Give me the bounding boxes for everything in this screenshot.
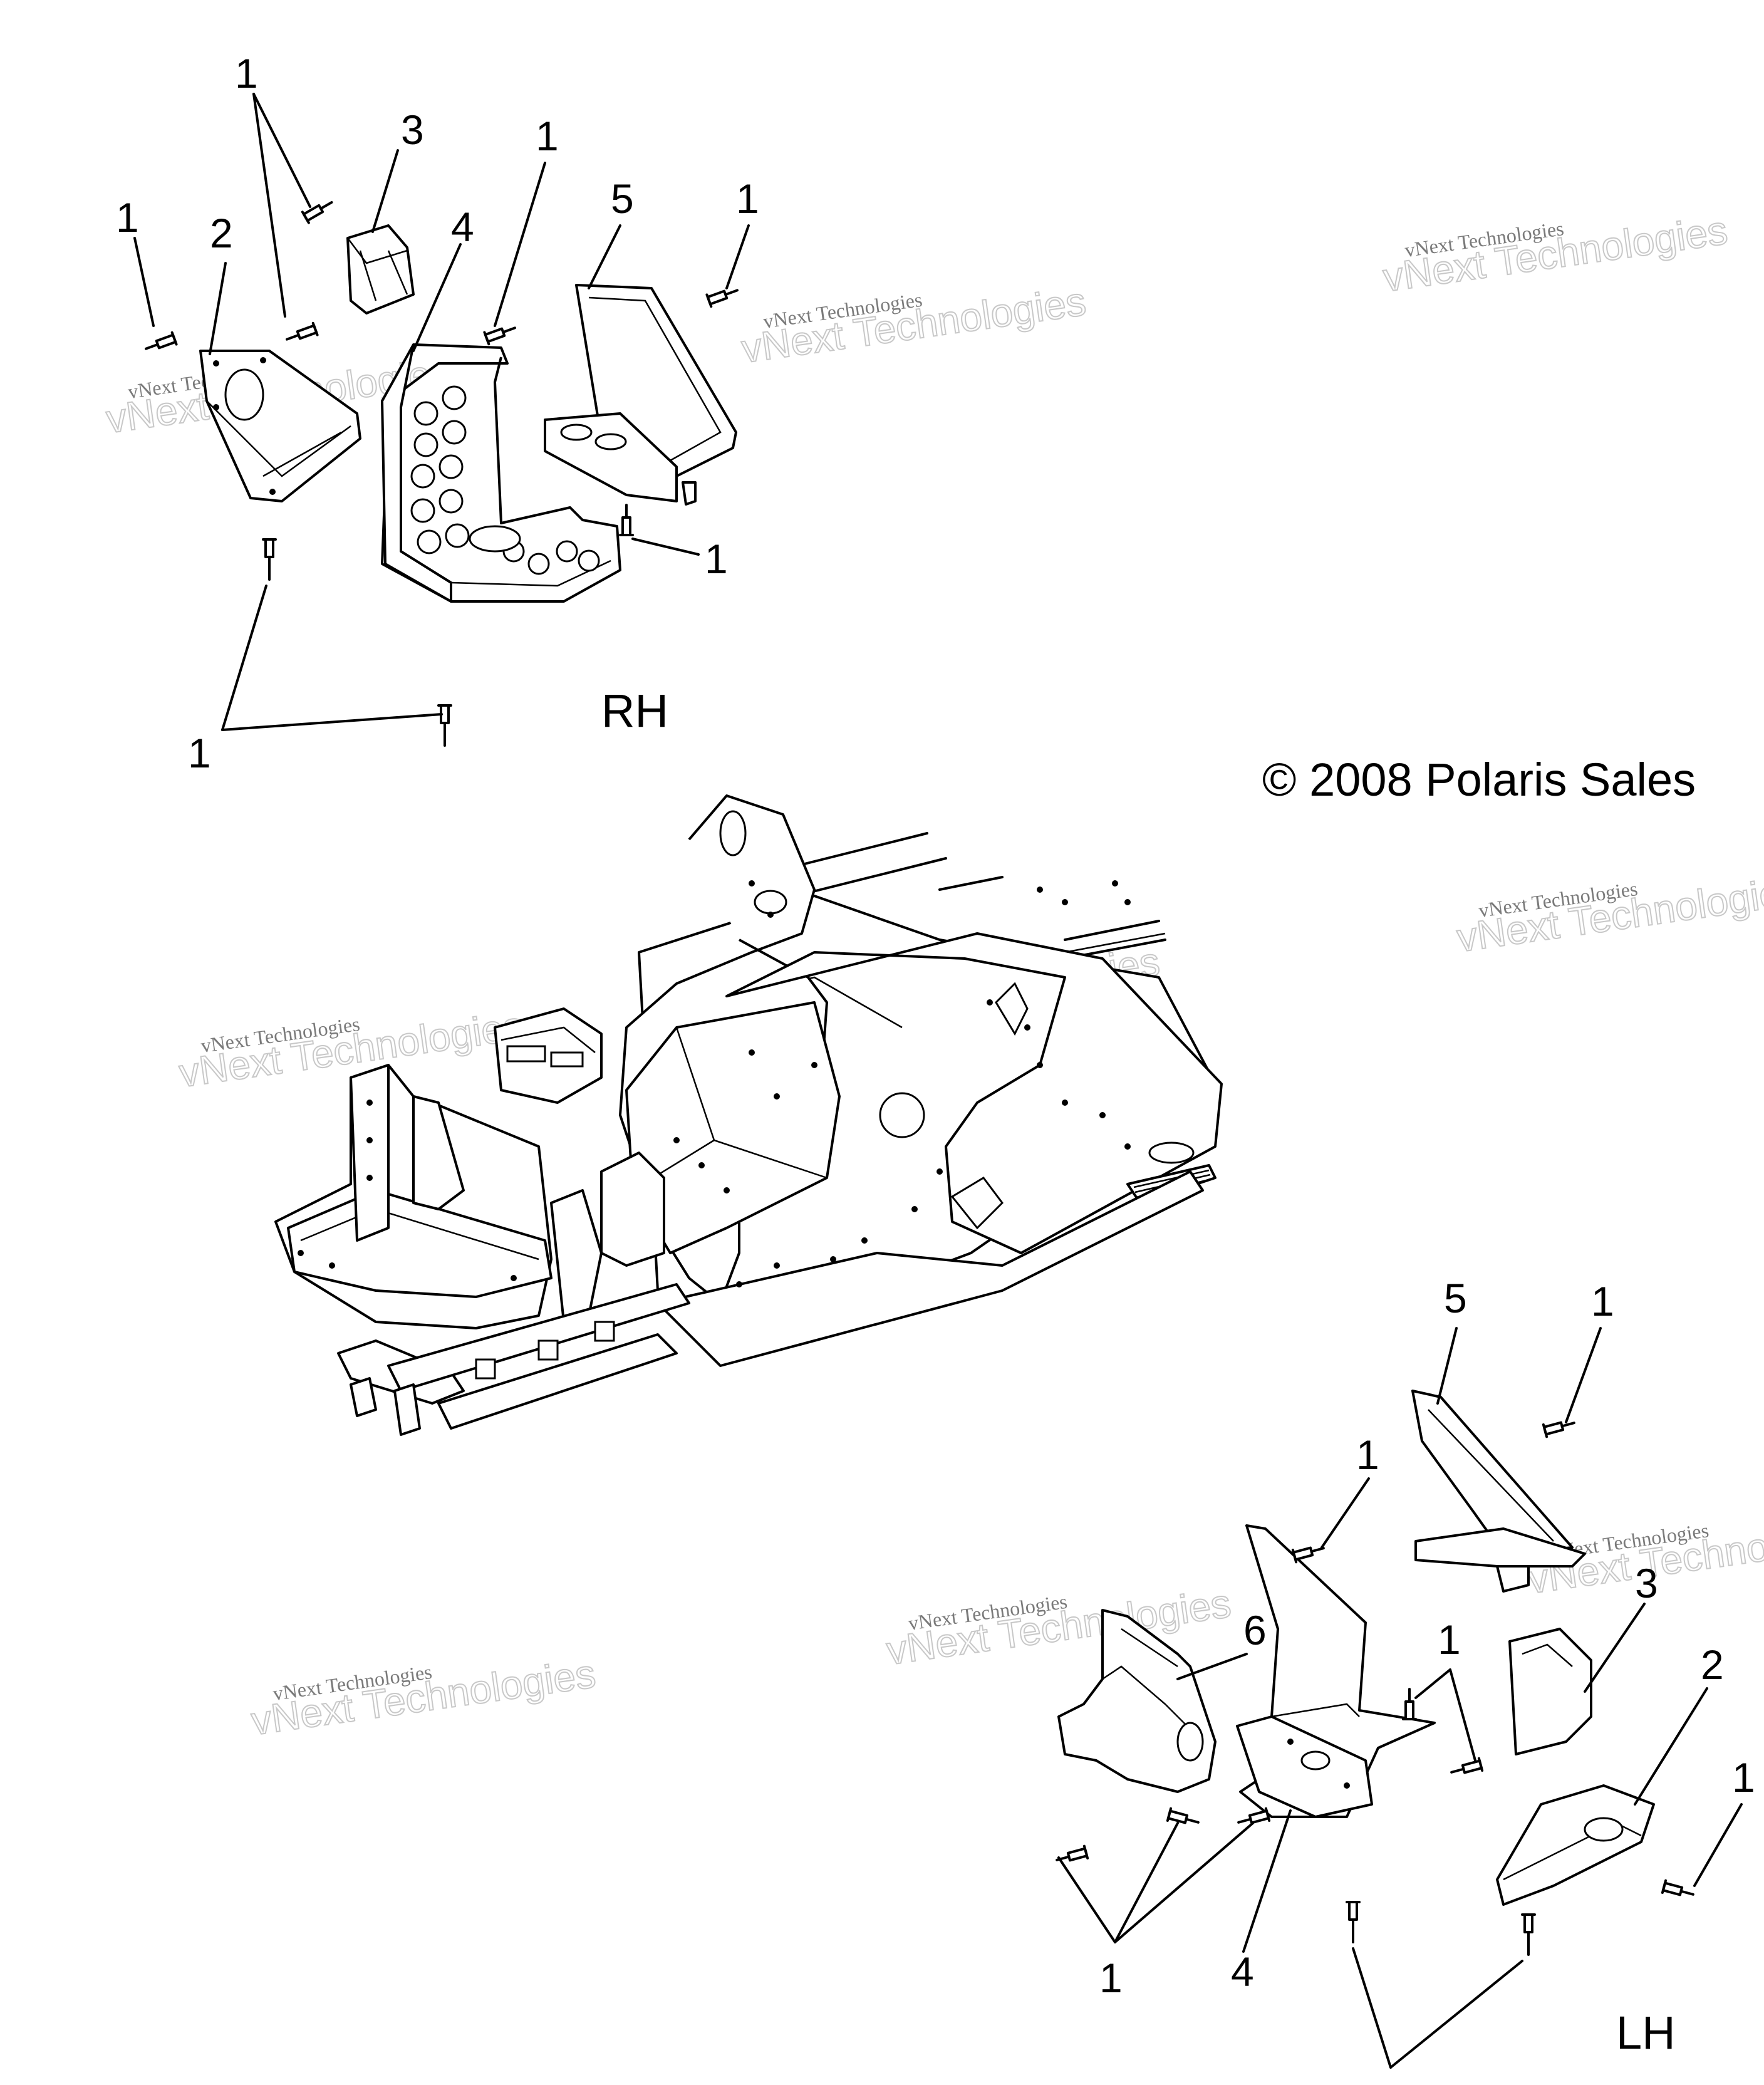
- callout-number: 5: [1444, 1275, 1467, 1321]
- callout-number: 4: [1231, 1948, 1254, 1995]
- rh-assembly: 1 1 3 1 5 1 1 2 4 1 RH: [116, 50, 759, 776]
- callout-number: 1: [1356, 1432, 1379, 1478]
- rivet-icon: [1542, 1421, 1575, 1438]
- lh-assembly: 5 1 1 1 6 3 2 1 4 1 LH: [1056, 1275, 1755, 2069]
- callout-number: 1: [1438, 1616, 1461, 1663]
- callout-number: 3: [1635, 1560, 1658, 1606]
- rivet-icon: [1450, 1757, 1484, 1774]
- lh-part-4-plate: [1236, 1524, 1436, 1818]
- rh-side-label: RH: [601, 685, 668, 737]
- callout-number: 2: [210, 210, 233, 256]
- rh-rivets: [145, 201, 739, 747]
- callout-number: 3: [401, 107, 424, 153]
- callout-number: 1: [1099, 1955, 1123, 2001]
- lh-part-3-bracket: [1508, 1628, 1592, 1755]
- rivet-icon: [1402, 1688, 1417, 1720]
- lh-part-5-panel: [1411, 1390, 1586, 1593]
- callout-number: 1: [536, 113, 559, 159]
- lh-part-6-bracket: [1057, 1609, 1217, 1793]
- rh-part-5-panel: [544, 284, 737, 506]
- rivet-icon: [1056, 1844, 1089, 1862]
- rivet-icon: [301, 201, 333, 224]
- lh-leader-lines: [1057, 1327, 1743, 2069]
- rivet-icon: [1237, 1807, 1271, 1824]
- lh-side-label: LH: [1616, 2007, 1676, 2059]
- chassis-rivet-dots: [298, 880, 1131, 1287]
- rh-part-2-bracket: [199, 350, 361, 502]
- rh-part-4-plate: [381, 343, 621, 603]
- rivet-icon: [705, 289, 739, 308]
- callout-number: 1: [736, 175, 759, 222]
- chassis-frame: [274, 794, 1223, 1436]
- callout-number: 4: [451, 204, 474, 250]
- rivet-icon: [1166, 1807, 1200, 1824]
- rivet-icon: [145, 331, 178, 350]
- rh-part-3-bracket: [346, 224, 415, 315]
- rivet-icon: [1291, 1546, 1325, 1564]
- lh-rivets: [1056, 1421, 1694, 1956]
- callout-number: 1: [235, 50, 258, 96]
- rivet-icon: [483, 326, 516, 346]
- rivet-icon: [1346, 1901, 1361, 1943]
- copyright-notice: © 2008 Polaris Sales: [1262, 754, 1696, 806]
- rivet-icon: [286, 321, 319, 341]
- callout-number: 1: [116, 194, 139, 241]
- rivet-icon: [437, 704, 452, 747]
- rivet-icon: [619, 504, 634, 536]
- rivet-icon: [262, 538, 277, 581]
- callout-number: 1: [1591, 1278, 1614, 1324]
- callout-number: 5: [611, 175, 634, 222]
- lh-part-2-bracket: [1496, 1784, 1655, 1906]
- rh-plate-holes: [410, 385, 600, 575]
- callout-number: 1: [705, 536, 728, 582]
- rivet-icon: [1521, 1913, 1536, 1956]
- rivet-icon: [1661, 1879, 1694, 1896]
- callout-number: 6: [1243, 1607, 1267, 1653]
- callout-number: 1: [1732, 1754, 1755, 1801]
- callout-number: 1: [188, 730, 211, 776]
- rh-leader-lines: [133, 93, 750, 731]
- callout-number: 2: [1701, 1641, 1724, 1688]
